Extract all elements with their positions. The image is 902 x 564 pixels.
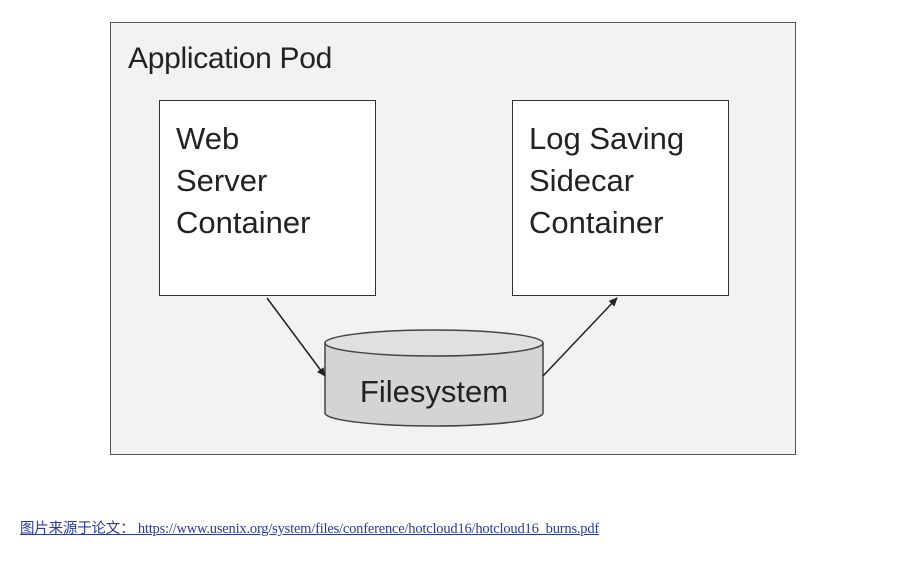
log-saving-sidecar-label: Log Saving Sidecar Container xyxy=(529,118,684,244)
web-to-filesystem-arrow xyxy=(266,297,326,377)
pod-title: Application Pod xyxy=(128,42,332,75)
filesystem-to-log-arrow xyxy=(542,297,618,377)
log-label-line-2: Sidecar xyxy=(529,163,635,198)
web-server-container-box xyxy=(159,100,376,296)
web-label-line-1: Web xyxy=(176,121,240,156)
filesystem-cylinder xyxy=(324,329,544,427)
web-label-line-2: Server xyxy=(176,163,268,198)
source-caption-link[interactable]: 图片来源于论文： https://www.usenix.org/system/f… xyxy=(20,521,600,537)
web-server-container-label: Web Server Container xyxy=(176,118,310,244)
filesystem-label: Filesystem xyxy=(359,374,509,409)
log-label-line-3: Container xyxy=(529,205,664,240)
web-label-line-3: Container xyxy=(176,205,311,240)
log-label-line-1: Log Saving xyxy=(529,121,685,156)
log-saving-sidecar-box xyxy=(512,100,729,296)
